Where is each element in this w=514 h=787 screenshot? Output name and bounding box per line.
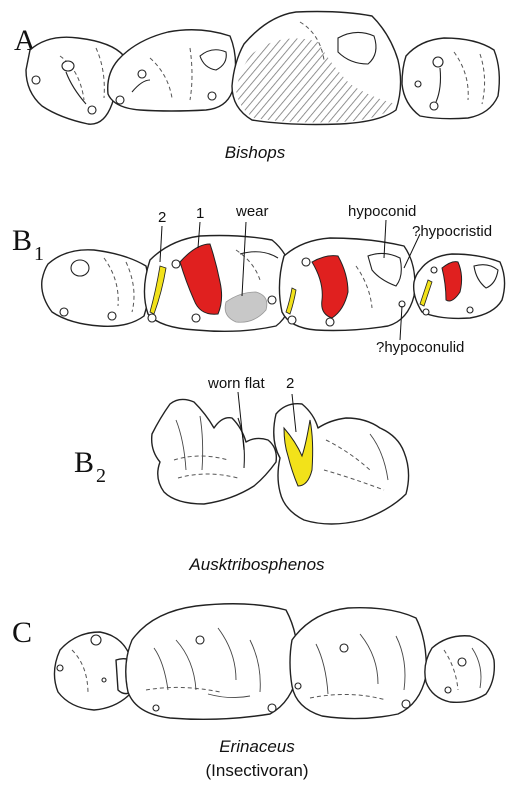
label-worn-flat: worn flat: [207, 375, 266, 392]
panel-c: C: [12, 604, 494, 780]
taxon-note-insectivoran: (Insectivoran): [206, 761, 309, 780]
b1-tooth-4: [414, 254, 505, 318]
panel-b1-letter: B: [12, 224, 32, 257]
b2-tooth-left: [152, 399, 277, 504]
erinaceus-tooth-4: [425, 636, 494, 703]
label-facet-2: 2: [158, 209, 166, 226]
panel-c-letter: C: [12, 616, 32, 649]
b1-tooth-2: [144, 236, 294, 332]
label-facet-1: 1: [196, 205, 204, 222]
label-wear: wear: [235, 203, 269, 220]
label-hypoconulid: ?hypoconulid: [376, 339, 464, 356]
taxon-label-ausktribosphenos: Ausktribosphenos: [188, 555, 325, 574]
panel-a: A: [14, 12, 499, 163]
taxon-label-bishops: Bishops: [225, 143, 286, 162]
panel-b1-subscript: 1: [34, 243, 44, 265]
panel-b2-subscript: 2: [96, 465, 106, 487]
erinaceus-tooth-3: [290, 608, 426, 719]
label-b2-facet-2: 2: [286, 375, 294, 392]
panel-b1: B 1: [12, 203, 505, 356]
label-hypoconid: hypoconid: [348, 203, 416, 220]
erinaceus-tooth-2: [126, 604, 299, 720]
panel-b2-letter: B: [74, 446, 94, 479]
label-hypocristid: ?hypocristid: [412, 223, 492, 240]
erinaceus-tooth-1: [54, 632, 135, 710]
panel-b2: B 2 worn flat 2 Ausktribosphenos: [74, 375, 409, 574]
b1-tooth-1: [42, 250, 149, 327]
taxon-label-erinaceus: Erinaceus: [219, 737, 295, 756]
bishops-tooth-3-worn: [232, 12, 401, 125]
bishops-tooth-2: [108, 30, 236, 111]
b1-tooth-3: [279, 238, 414, 331]
b2-tooth-right: [274, 404, 409, 524]
bishops-tooth-4: [402, 38, 499, 119]
